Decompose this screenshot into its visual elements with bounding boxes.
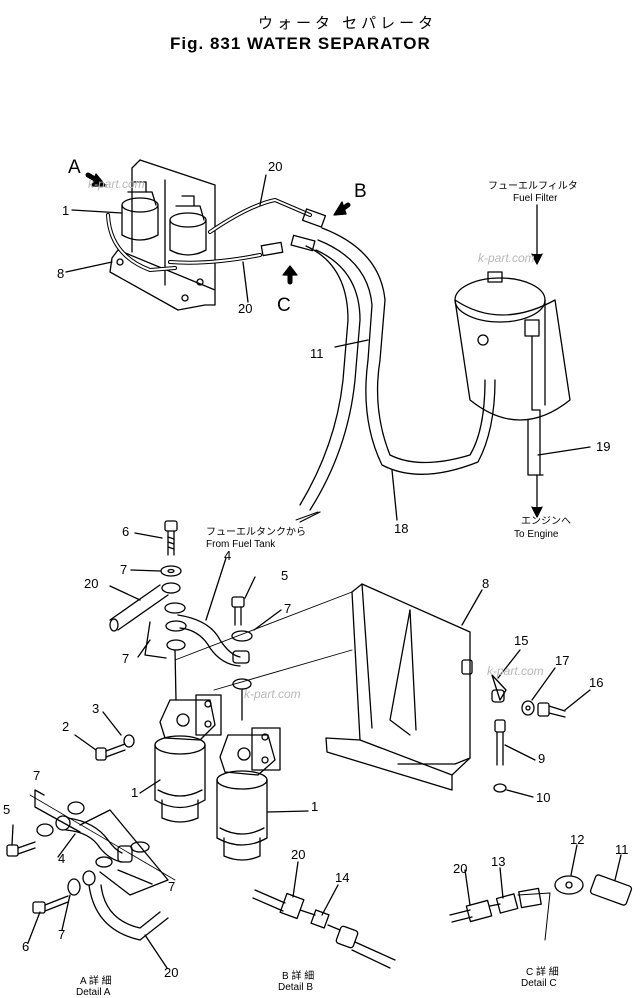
- part-number: 5: [281, 568, 289, 583]
- part-number: 4: [58, 851, 66, 866]
- part-number: 14: [335, 870, 350, 885]
- from-tank-label-jp: フューエルタンクから: [206, 527, 306, 538]
- watermark: k-part.com: [487, 664, 544, 678]
- part-number: 6: [122, 524, 130, 539]
- part-number: 19: [596, 439, 611, 454]
- part-number: 10: [536, 790, 551, 805]
- part-number: 8: [482, 576, 490, 591]
- watermark: k-part.com: [88, 177, 145, 191]
- to-engine-label: To Engine: [514, 529, 559, 540]
- part-number: 20: [84, 576, 99, 591]
- watermark: k-part.com: [478, 251, 535, 265]
- detail-a-label-jp: A 詳 細: [80, 976, 112, 987]
- part-number: 7: [58, 927, 66, 942]
- fuel-filter-canister: [454, 271, 571, 476]
- part-number: 7: [168, 879, 176, 894]
- part-number: 1: [62, 203, 70, 218]
- fuel-filter-label: Fuel Filter: [513, 193, 558, 204]
- part-number: 1: [131, 785, 139, 800]
- part-number: 16: [589, 675, 604, 690]
- part-number: 20: [453, 861, 468, 876]
- detail-c-label-jp: C 詳 細: [526, 967, 559, 978]
- part-number: 7: [122, 651, 130, 666]
- part-number: 12: [570, 832, 585, 847]
- part-number: 7: [120, 562, 128, 577]
- part-number: 3: [92, 701, 100, 716]
- part-number: 20: [291, 847, 306, 862]
- part-number: 2: [62, 719, 70, 734]
- part-number: 13: [491, 854, 506, 869]
- part-number: 1: [311, 799, 319, 814]
- detail-b-label-jp: B 詳 細: [282, 971, 315, 982]
- part-number: 20: [164, 965, 179, 980]
- to-engine-label-jp: エンジンへ: [521, 516, 571, 527]
- part-number: 9: [538, 751, 546, 766]
- part-number: 5: [3, 802, 11, 817]
- watermark: k-part.com: [244, 687, 301, 701]
- part-number: 7: [33, 768, 41, 783]
- callout-b: B: [354, 181, 367, 202]
- part-number: 20: [238, 301, 253, 316]
- detail-b-label: Detail B: [278, 982, 314, 993]
- fuel-filter-label-jp: フューエルフィルタ: [488, 181, 578, 192]
- top-separators: [121, 181, 207, 256]
- callout-a: A: [68, 157, 81, 178]
- part-number: 15: [514, 633, 529, 648]
- bracket-8: [325, 583, 473, 791]
- from-tank-label: From Fuel Tank: [206, 539, 276, 550]
- part-number: 11: [615, 842, 629, 857]
- separator-left: [154, 694, 222, 823]
- separator-right: [216, 727, 281, 861]
- part-number: 4: [224, 548, 232, 563]
- part-number: 20: [268, 159, 283, 174]
- part-number: 11: [310, 346, 324, 361]
- title-japanese: ウォータ セパレータ: [258, 15, 438, 32]
- figure-title: Fig. 831 WATER SEPARATOR: [170, 34, 431, 53]
- part-number: 18: [394, 521, 409, 536]
- callout-c: C: [277, 295, 291, 316]
- detail-c-label: Detail C: [521, 978, 557, 989]
- part-number: 7: [284, 601, 292, 616]
- part-number: 8: [57, 266, 65, 281]
- part-number: 6: [22, 939, 30, 954]
- part-number: 17: [555, 653, 570, 668]
- detail-a-label: Detail A: [76, 987, 111, 998]
